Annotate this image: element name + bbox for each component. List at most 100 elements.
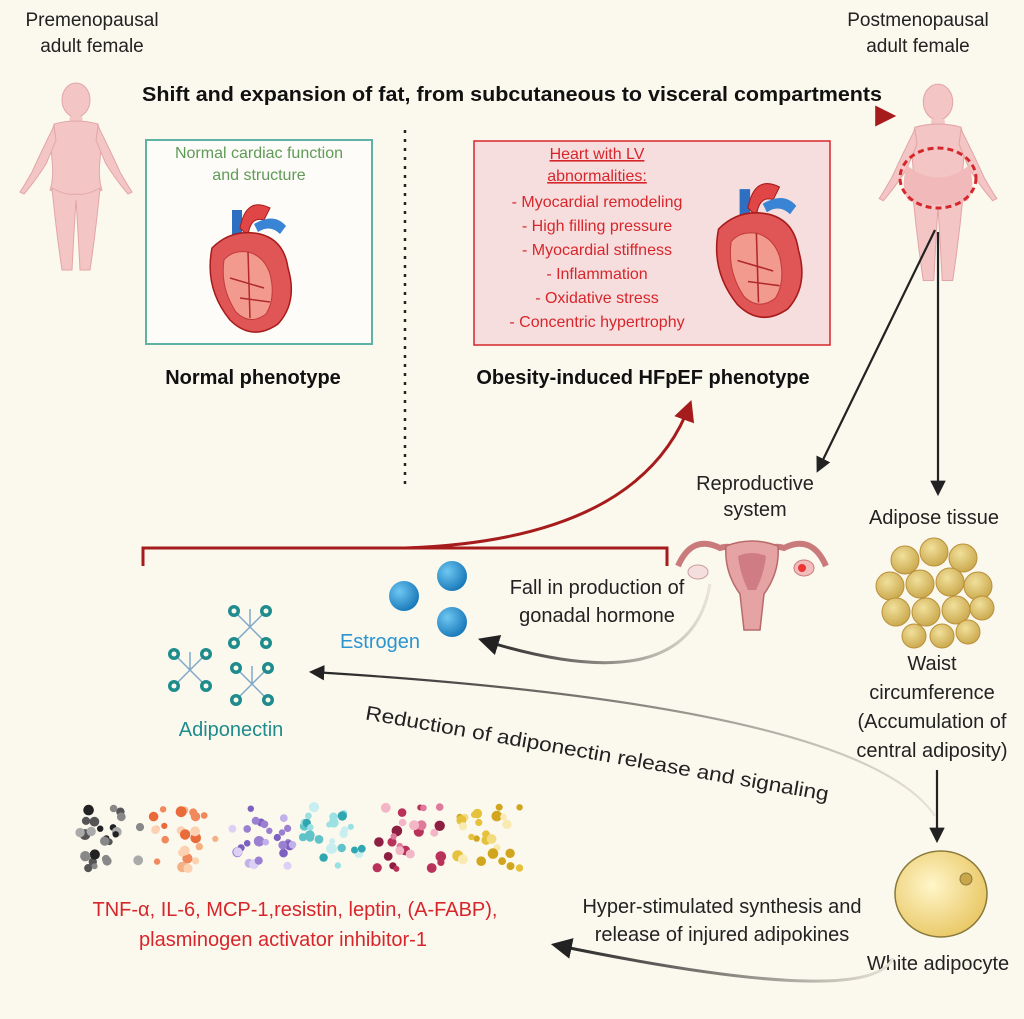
postmenopausal-label: Postmenopausal — [847, 10, 989, 31]
waist-label-1: Waist — [907, 653, 957, 675]
adipokine-dot — [288, 841, 297, 849]
adipokine-dot — [100, 836, 110, 846]
adipokine-dot — [435, 803, 444, 811]
adipokine-dot — [420, 804, 427, 812]
normal-phenotype-label: Normal phenotype — [165, 367, 341, 389]
adipokine-dot — [337, 811, 347, 821]
adipokine-dot — [374, 837, 384, 847]
adipokine-dot — [372, 863, 382, 873]
adipokine-dot — [487, 848, 499, 859]
adipokine-dot — [75, 827, 85, 838]
obesity-phenotype-label: Obesity-induced HFpEF phenotype — [476, 367, 809, 389]
adipokine-dot — [505, 848, 515, 858]
adipokine-dot — [262, 838, 270, 846]
adipokine-dot — [212, 835, 219, 843]
adipokine-dot — [80, 851, 91, 862]
adipokine-dot — [307, 824, 314, 831]
adipokine-dot — [243, 840, 251, 847]
adipokine-dot — [495, 803, 503, 811]
adipokine-dot — [339, 829, 348, 838]
premenopausal-label-2: adult female — [40, 36, 144, 57]
adipokine-dot — [409, 820, 420, 831]
adipokine-dot — [102, 856, 112, 866]
arrow-to-reproductive — [816, 229, 936, 473]
adipokine-dot — [471, 811, 478, 818]
adipokine-dot — [116, 812, 126, 822]
postmenopausal-figure-icon — [878, 83, 998, 282]
adipokine-dot — [405, 849, 415, 859]
adipokine-dot — [502, 819, 512, 829]
adipokine-dot — [161, 822, 168, 830]
normal-box-text-2: and structure — [212, 167, 305, 184]
adipokine-dot — [430, 828, 439, 837]
hyper-label-2: release of injured adipokines — [595, 924, 850, 946]
adipokine-dot — [133, 855, 144, 866]
adipokine-dot — [182, 853, 193, 864]
adipokine-dot — [247, 805, 254, 812]
adipokine-dot — [473, 835, 480, 842]
cytokines-label-2: plasminogen activator inhibitor-1 — [139, 929, 427, 951]
arrow-to-adiponectin — [308, 665, 936, 817]
adipokine-dot — [266, 827, 273, 834]
adipokine-dot — [190, 826, 201, 837]
adipokine-dot — [426, 863, 437, 873]
adipokine-dot — [283, 861, 292, 870]
fall-label-2: gonadal hormone — [519, 605, 675, 627]
adipokine-dot — [278, 840, 288, 850]
adipokine-dot — [434, 820, 445, 831]
adipokine-dot — [159, 806, 167, 813]
estrogen-molecule-icon — [389, 561, 467, 637]
adipokine-dot — [89, 849, 100, 860]
adipokine-dot — [86, 826, 96, 837]
uterus-icon — [675, 540, 829, 631]
adipokine-dot — [380, 802, 391, 813]
white-adipocyte-label: White adipocyte — [867, 953, 1009, 975]
obesity-item: - Concentric hypertrophy — [509, 314, 684, 331]
adipokine-dot — [273, 833, 281, 842]
adipokine-dot — [305, 812, 312, 820]
postmenopausal-label-2: adult female — [866, 36, 970, 57]
adipokine-dot — [179, 829, 191, 840]
adipokine-dot — [387, 837, 397, 847]
adipokine-dot — [437, 858, 445, 867]
adipose-tissue-label: Adipose tissue — [869, 507, 999, 529]
red-bracket — [141, 546, 669, 566]
adipokine-dot — [308, 802, 320, 813]
adipokine-dot — [491, 810, 503, 822]
adipokine-dot — [243, 825, 251, 833]
adipokine-dot — [190, 811, 201, 822]
adipokine-dot — [435, 851, 447, 862]
adipokine-dot — [326, 821, 333, 828]
adipokine-dot — [475, 818, 483, 827]
visceral-fat-circle — [898, 146, 978, 210]
adipocyte-icon — [894, 850, 988, 938]
adipokine-dot — [251, 816, 260, 825]
adipokine-dot — [278, 829, 286, 836]
reproductive-label-2: system — [723, 499, 786, 521]
adipokine-dot — [486, 834, 497, 844]
adipokine-dot — [516, 804, 523, 811]
adipokine-dot — [84, 864, 93, 873]
normal-box-text-1: Normal cardiac function — [175, 145, 343, 162]
adipokine-dot — [151, 825, 160, 835]
adipokine-dot — [161, 835, 169, 844]
adipokine-dot — [416, 820, 427, 831]
obesity-item: - High filling pressure — [522, 218, 672, 235]
adipokine-dot — [326, 843, 337, 854]
adipokine-dot — [183, 863, 193, 874]
adipokine-dot — [195, 842, 203, 851]
adipokine-dot — [112, 831, 119, 838]
adipokine-dot — [89, 816, 100, 827]
adiponectin-label: Adiponectin — [179, 719, 284, 741]
adipokine-dot — [153, 858, 161, 865]
adipokine-dot — [304, 830, 315, 840]
adipokine-dot — [319, 853, 328, 862]
adipokine-dot — [393, 865, 400, 872]
waist-label-2: circumference — [869, 682, 995, 704]
adipokine-dot — [329, 838, 336, 845]
fall-label-1: Fall in production of — [510, 577, 685, 599]
reduction-label: Reduction of adiponectin release and sig… — [364, 702, 831, 805]
obesity-item: - Myocardial stiffness — [522, 242, 672, 259]
adipokine-dot — [457, 854, 468, 865]
adipokine-dot — [179, 845, 190, 856]
